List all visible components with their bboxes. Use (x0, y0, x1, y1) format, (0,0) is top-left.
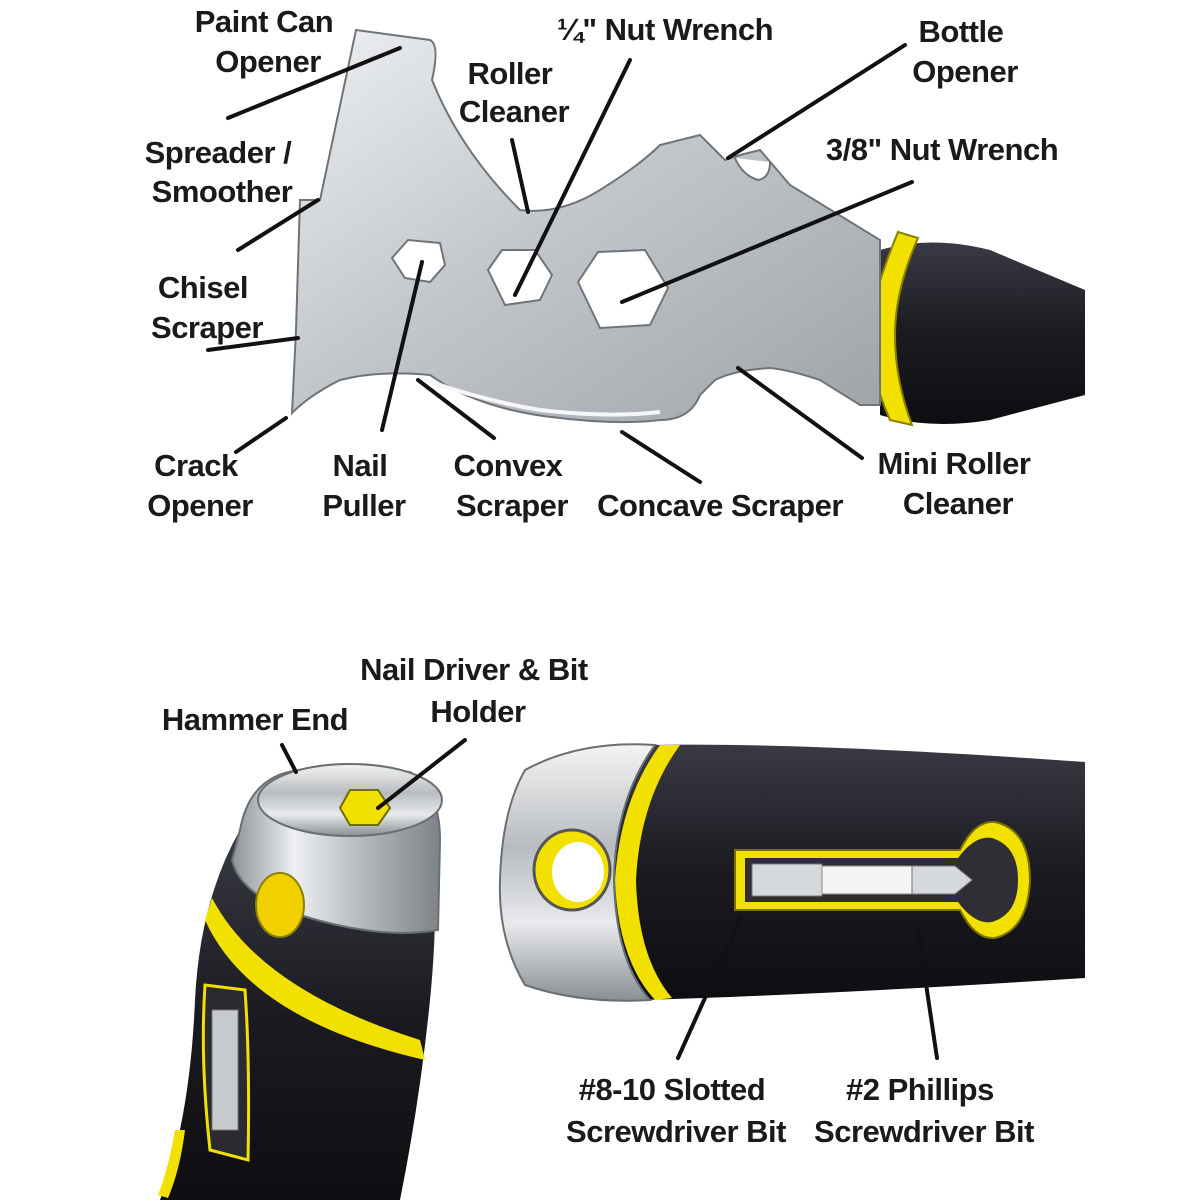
label-phillips-bit: #2 Phillips Screwdriver Bit (814, 1072, 1034, 1149)
leader-paint-can-opener (226, 46, 402, 120)
leader-nail-driver-bit-holder (376, 738, 467, 810)
leader-hammer-end (280, 743, 298, 774)
leader-nail-puller (380, 260, 424, 432)
hammer-yellow-band (205, 898, 425, 1060)
leader-bottle-opener (726, 43, 907, 160)
bit-holder-hex (338, 789, 392, 826)
leader-chisel-scraper (206, 336, 300, 352)
top-leader-lines (206, 43, 914, 484)
label-mini-roller-cleaner: Mini Roller Cleaner (877, 446, 1038, 521)
label-concave-scraper: Concave Scraper (597, 488, 843, 523)
blade-body (290, 28, 881, 424)
leader-phillips-bit (916, 928, 939, 1060)
label-convex-scraper: Convex Scraper (453, 448, 570, 523)
leader-three-eighths-nut-wrench (620, 180, 914, 304)
leader-spreader-smoother (236, 198, 320, 252)
leader-crack-opener (234, 416, 288, 454)
phillips-bit-shape (911, 865, 973, 895)
label-nail-driver-bit-holder: Nail Driver & Bit Holder (360, 652, 596, 729)
quarter-inch-hex-hole (486, 249, 554, 307)
label-crack-opener: Crack Opener (147, 448, 253, 523)
handle-side-group (498, 743, 1085, 1002)
hammer-yellow-stripe (158, 1130, 185, 1198)
side-yellow-collar (615, 745, 680, 1000)
leader-concave-scraper (620, 430, 702, 484)
bit-coupler (821, 865, 913, 895)
grip-handle (880, 242, 1085, 424)
leader-quarter-nut-wrench (513, 58, 632, 297)
label-paint-can-opener: Paint Can Opener (195, 4, 342, 79)
bottom-leader-lines (280, 738, 939, 1060)
leader-slotted-bit (676, 918, 742, 1060)
hammer-side-hole (255, 872, 305, 938)
label-chisel-scraper: Chisel Scraper (151, 270, 263, 345)
label-roller-cleaner: Roller Cleaner (459, 56, 570, 129)
leader-convex-scraper (416, 378, 496, 440)
scraper-edge-highlight (419, 376, 661, 417)
leader-mini-roller-cleaner (736, 366, 864, 460)
label-nail-puller: Nail Puller (322, 448, 406, 523)
slotted-bit-shape (751, 863, 823, 897)
blade-group (290, 28, 1085, 427)
three-eighths-hex-hole (576, 248, 670, 330)
hammer-end-group (158, 763, 443, 1200)
leader-roller-cleaner (510, 138, 530, 214)
label-bottle-opener: Bottle Opener (912, 14, 1018, 89)
bottle-opener-notch (734, 157, 771, 182)
label-spreader-smoother: Spreader / Smoother (145, 135, 300, 209)
label-three-eighths-nut-wrench: 3/8" Nut Wrench (826, 132, 1058, 167)
nail-puller-slot (390, 238, 447, 284)
label-hammer-end: Hammer End (162, 702, 348, 737)
side-ferrule-hole-inner (552, 842, 604, 902)
label-quarter-nut-wrench: ¼" Nut Wrench (557, 12, 773, 47)
hammer-stored-bit (211, 1009, 239, 1131)
label-slotted-bit: #8-10 Slotted Screwdriver Bit (566, 1072, 786, 1149)
